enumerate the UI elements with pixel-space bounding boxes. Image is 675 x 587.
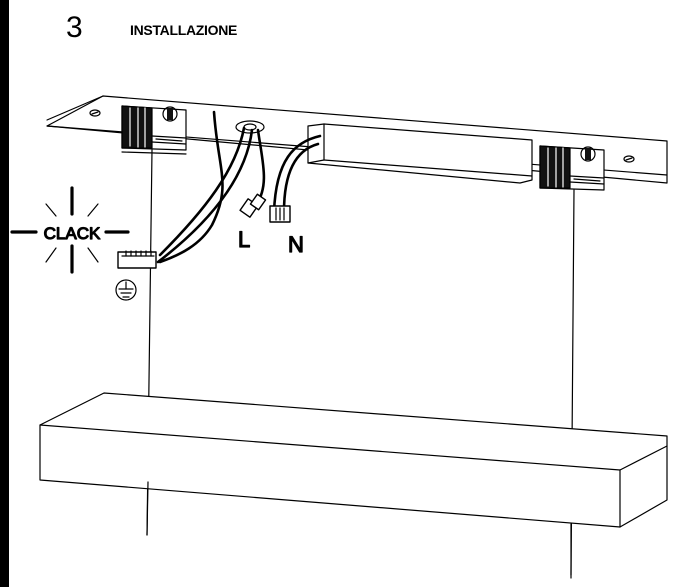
click-sound-burst-icon [10, 186, 130, 274]
live-label: L [238, 227, 250, 252]
plate-hole-right [623, 155, 635, 163]
light-fixture [39, 392, 668, 528]
lower-wires [146, 481, 572, 579]
plate-hole-left [89, 109, 101, 117]
earth-connector [117, 250, 157, 269]
screw-head-icon [162, 106, 178, 122]
driver-housing [307, 123, 533, 184]
step-number: 3 [66, 11, 83, 44]
live-connector [239, 193, 267, 218]
screw-head-icon [580, 146, 596, 162]
ground-symbol-icon [115, 279, 137, 301]
step-title: INSTALLAZIONE [130, 22, 238, 38]
clack-label: CLACK [44, 224, 101, 243]
neutral-connector [269, 205, 291, 223]
neutral-label: N [288, 232, 304, 257]
page-edge-strip [0, 0, 9, 587]
